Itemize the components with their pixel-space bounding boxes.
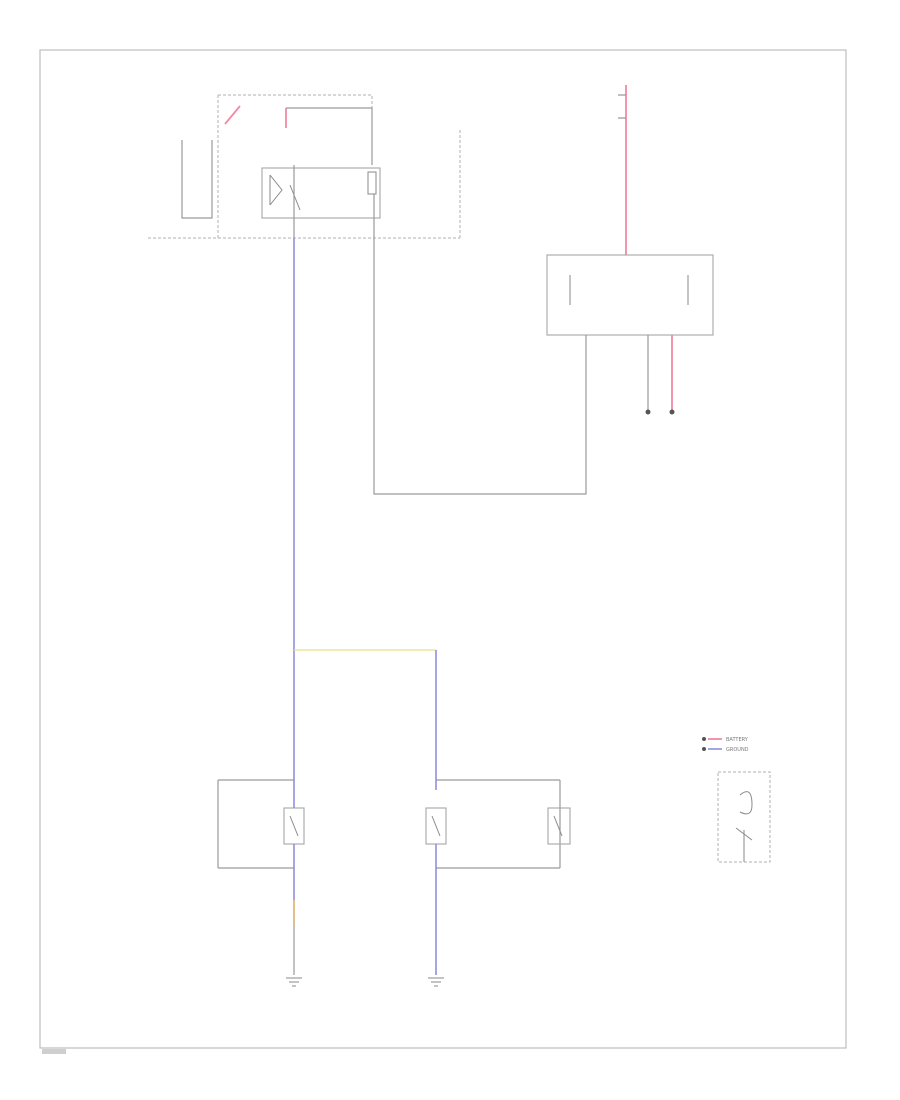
right-ground-symbol <box>428 977 444 987</box>
battery-feed-wire <box>224 105 241 125</box>
right-actuator-group <box>425 779 571 987</box>
legend-label-ground: GROUND <box>726 747 749 753</box>
left-actuator-group <box>217 779 305 987</box>
connector-pin <box>645 409 651 415</box>
legend-label-battery: BATTERY <box>726 737 749 743</box>
footer-code-mark <box>42 1049 66 1054</box>
fuse-block-group <box>148 94 461 239</box>
relay-resistor <box>367 171 377 195</box>
relay-coil <box>269 174 283 206</box>
switch-detail <box>717 771 771 863</box>
right-switch <box>547 807 571 845</box>
legend: BATTERY GROUND <box>702 737 749 753</box>
fuse-block-outline <box>218 94 373 165</box>
left-ground-symbol <box>286 977 302 987</box>
control-module-box <box>546 254 714 336</box>
control-module-group <box>546 85 714 415</box>
relay-box <box>261 167 381 219</box>
diagram-frame <box>39 49 847 1049</box>
relay-switch <box>289 184 301 211</box>
connector-pin <box>669 409 675 415</box>
signal-wire <box>373 238 587 495</box>
